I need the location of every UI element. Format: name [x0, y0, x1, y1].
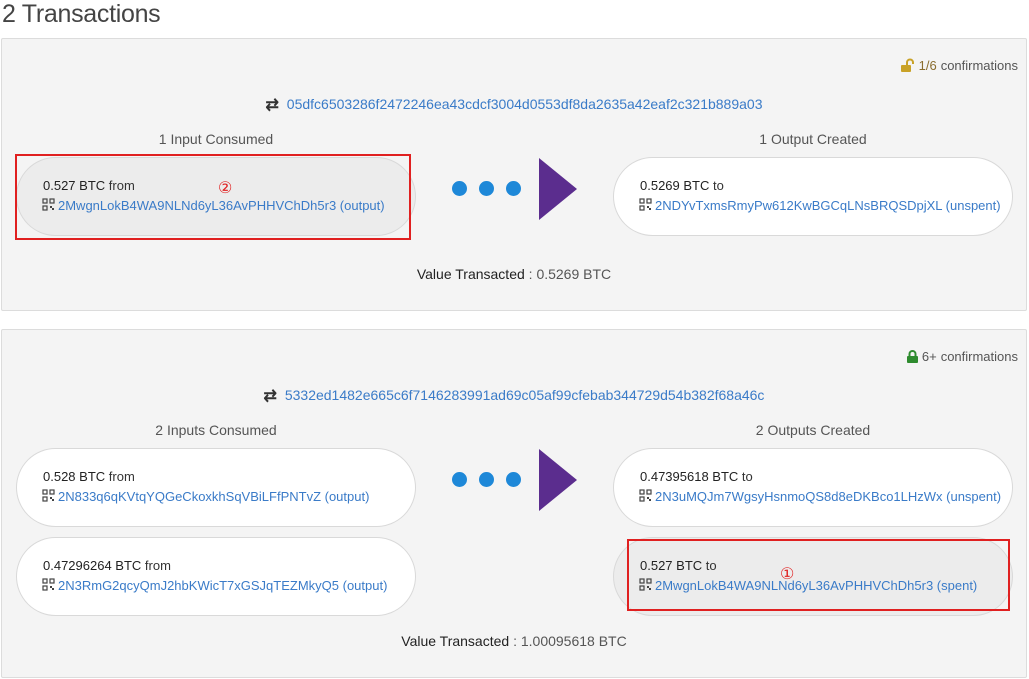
confirmations-count: 6+ [921, 349, 937, 364]
input-direction: from [144, 558, 171, 573]
output-address-link[interactable]: 2NDYvTxmsRmyPw612KwBGCqLNsBRQSDpjXL (uns… [655, 198, 1001, 213]
output-address[interactable]: 2MwgnLokB4WA9NLNd6yL36AvPHHVChDh5r3 (spe… [639, 578, 986, 593]
value-transacted: Value Transacted : 0.5269 BTC [2, 266, 1026, 282]
outputs-header: 1 Output Created [759, 131, 867, 147]
input-amount-line: 0.47296264 BTC from [43, 558, 389, 573]
annotation-marker: ① [780, 566, 795, 583]
inputs-header: 1 Input Consumed [158, 131, 274, 147]
input-amount: 0.47296264 BTC [43, 558, 142, 573]
output-direction: to [705, 558, 717, 573]
qr-code-icon [42, 198, 55, 213]
confirmations-label: confirmations [940, 349, 1018, 364]
value-separator: : [524, 266, 537, 282]
input-item[interactable]: 0.47296264 BTC from 2N3RmG2qcyQmJ2hbKWic… [16, 537, 416, 616]
flow-dots [452, 472, 521, 487]
flow-dots [452, 181, 521, 196]
flow-arrow-icon [539, 158, 577, 220]
lock-icon [906, 350, 918, 363]
output-address[interactable]: 2N3uMQJm7WgsyHsnmoQS8d8eDKBco1LHzWx (uns… [639, 489, 1001, 504]
value-transacted-label: Value Transacted [416, 266, 525, 282]
output-item[interactable]: 0.47395618 BTC to 2N3uMQJm7WgsyHsnmoQS8d… [613, 448, 1013, 527]
output-amount-line: 0.527 BTC to [640, 558, 986, 573]
swap-arrows-icon: ⇄ [265, 97, 279, 114]
output-address-link[interactable]: 2MwgnLokB4WA9NLNd6yL36AvPHHVChDh5r3 (spe… [655, 578, 978, 593]
input-address[interactable]: 2MwgnLokB4WA9NLNd6yL36AvPHHVChDh5r3 (out… [42, 198, 389, 213]
output-item[interactable]: 0.5269 BTC to 2NDYvTxmsRmyPw612KwBGCqLNs… [613, 157, 1013, 236]
confirmations-badge: 1/6 confirmations [900, 58, 1018, 73]
confirmations-badge: 6+ confirmations [906, 349, 1018, 364]
input-direction: from [108, 178, 135, 193]
value-transacted-amount: 0.5269 BTC [536, 266, 612, 282]
output-address-link[interactable]: 2N3uMQJm7WgsyHsnmoQS8d8eDKBco1LHzWx (uns… [655, 489, 1002, 504]
outputs-header: 2 Outputs Created [755, 422, 871, 438]
qr-code-icon [42, 489, 55, 504]
tx-hash-link[interactable]: 5332ed1482e665c6f7146283991ad69c05af99cf… [284, 387, 765, 403]
tx-hash-row: ⇄ 5332ed1482e665c6f7146283991ad69c05af99… [2, 386, 1026, 406]
transaction-card: 1/6 confirmations ⇄ 05dfc6503286f2472246… [1, 38, 1027, 311]
output-amount-line: 0.5269 BTC to [640, 178, 986, 193]
confirmations-count: 1/6 [918, 58, 937, 73]
unlocked-lock-icon [900, 58, 915, 72]
input-amount-line: 0.528 BTC from [43, 469, 389, 484]
input-item[interactable]: 0.528 BTC from 2N833q6qKVtqYQGeCkoxkhSqV… [16, 448, 416, 527]
input-address-link[interactable]: 2MwgnLokB4WA9NLNd6yL36AvPHHVChDh5r3 (out… [58, 198, 385, 213]
qr-code-icon [639, 578, 652, 593]
input-amount-line: 0.527 BTC from [43, 178, 389, 193]
value-transacted-amount: 1.00095618 BTC [520, 633, 627, 649]
transaction-card: 6+ confirmations ⇄ 5332ed1482e665c6f7146… [1, 329, 1027, 678]
input-amount: 0.527 BTC [43, 178, 106, 193]
output-amount: 0.47395618 BTC [640, 469, 739, 484]
output-address[interactable]: 2NDYvTxmsRmyPw612KwBGCqLNsBRQSDpjXL (uns… [639, 198, 1001, 213]
output-amount: 0.5269 BTC [640, 178, 710, 193]
output-direction: to [713, 178, 724, 193]
annotation-box [627, 539, 1010, 611]
qr-code-icon [639, 198, 652, 213]
value-transacted: Value Transacted : 1.00095618 BTC [2, 633, 1026, 649]
qr-code-icon [639, 489, 652, 504]
annotation-box [15, 154, 411, 240]
input-address-link[interactable]: 2N833q6qKVtqYQGeCkoxkhSqVBiLFfPNTvZ (out… [58, 489, 370, 504]
page-title: 2 Transactions [2, 0, 161, 28]
output-amount: 0.527 BTC [640, 558, 703, 573]
input-address-link[interactable]: 2N3RmG2qcyQmJ2hbKWicT7xGSJqTEZMkyQ5 (out… [58, 578, 388, 593]
tx-hash-row: ⇄ 05dfc6503286f2472246ea43cdcf3004d0553d… [2, 95, 1026, 115]
confirmations-label: confirmations [940, 58, 1018, 73]
output-direction: to [741, 469, 753, 484]
inputs-header: 2 Inputs Consumed [155, 422, 277, 438]
input-item[interactable]: 0.527 BTC from 2MwgnLokB4WA9NLNd6yL36AvP… [16, 157, 416, 236]
swap-arrows-icon: ⇄ [263, 388, 277, 405]
input-address[interactable]: 2N833q6qKVtqYQGeCkoxkhSqVBiLFfPNTvZ (out… [42, 489, 389, 504]
flow-arrow-icon [539, 449, 577, 511]
tx-hash-link[interactable]: 05dfc6503286f2472246ea43cdcf3004d0553df8… [286, 96, 763, 112]
annotation-marker: ② [218, 180, 233, 197]
output-item[interactable]: 0.527 BTC to 2MwgnLokB4WA9NLNd6yL36AvPHH… [613, 537, 1013, 616]
qr-code-icon [42, 578, 55, 593]
value-transacted-label: Value Transacted [401, 633, 510, 649]
input-amount: 0.528 BTC [43, 469, 106, 484]
input-address[interactable]: 2N3RmG2qcyQmJ2hbKWicT7xGSJqTEZMkyQ5 (out… [42, 578, 389, 593]
output-amount-line: 0.47395618 BTC to [640, 469, 986, 484]
value-separator: : [509, 633, 521, 649]
input-direction: from [108, 469, 135, 484]
